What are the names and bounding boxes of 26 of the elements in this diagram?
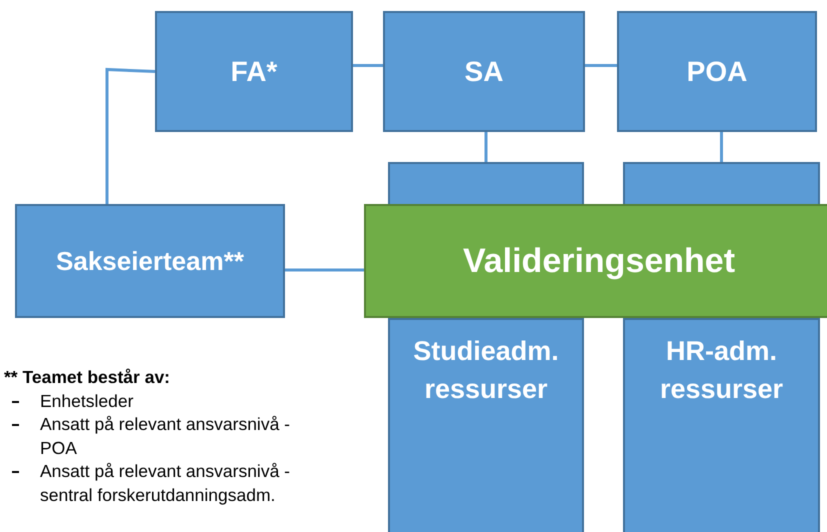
list-item: Ansatt på relevant ansvarsnivå - POA [4,413,322,460]
connector-line [285,268,364,272]
org-box [15,204,285,318]
org-box [383,11,585,132]
connector-line [353,64,383,67]
note-heading: ** Teamet består av: [4,366,172,389]
node-label: Studieadm. ressurser [412,335,560,406]
node-label: Sakseierteam** [56,246,244,276]
resource-column [623,318,820,532]
connector-line [484,132,488,162]
resource-column [388,318,584,532]
node-label: FA* [230,56,278,88]
column-top [388,162,584,204]
node-label: SA [464,56,504,88]
org-box [617,11,817,132]
connector-line [585,64,617,67]
connector-line [106,68,156,204]
column-top [623,162,820,204]
connector-line [720,132,723,162]
list-item: Ansatt på relevant ansvarsnivå - sentral forskerutdanningsadm. [4,460,322,507]
node-label: Valideringsenhet [462,242,736,280]
list-item: Enhetsleder [4,390,322,413]
unit-box [364,204,827,318]
node-label: POA [686,56,748,88]
node-label: HR-adm. ressurser [658,335,784,406]
org-box [155,11,353,132]
